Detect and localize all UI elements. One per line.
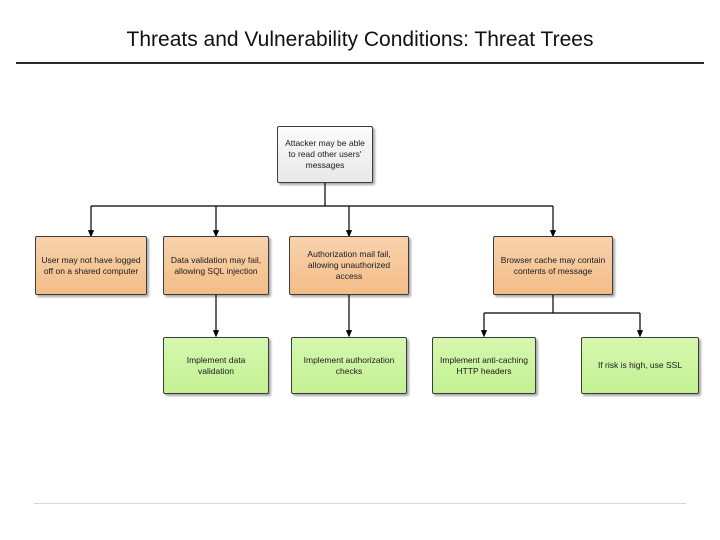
node-label: Browser cache may contain contents of me… — [500, 254, 606, 276]
title-divider — [16, 62, 704, 64]
node-label: Implement anti-caching HTTP headers — [440, 354, 528, 376]
node-threat-authorization-fail[interactable]: Authorization mail fail, allowing unauth… — [289, 236, 409, 295]
node-label: Implement authorization checks — [303, 354, 395, 376]
node-threat-browser-cache[interactable]: Browser cache may contain contents of me… — [493, 236, 613, 295]
footer-divider — [34, 503, 686, 504]
node-label: User may not have logged off on a shared… — [41, 254, 141, 276]
node-threat-shared-computer[interactable]: User may not have logged off on a shared… — [35, 236, 147, 295]
node-label: Authorization mail fail, allowing unauth… — [307, 249, 391, 281]
node-label: If risk is high, use SSL — [597, 360, 683, 370]
node-label: Implement data validation — [186, 354, 246, 376]
node-mitigation-use-ssl[interactable]: If risk is high, use SSL — [581, 337, 699, 394]
node-mitigation-data-validation[interactable]: Implement data validation — [163, 337, 269, 394]
node-label: Data validation may fail, allowing SQL i… — [170, 254, 262, 276]
node-label: Attacker may be able to read other users… — [285, 138, 365, 170]
node-mitigation-authorization-checks[interactable]: Implement authorization checks — [291, 337, 407, 394]
node-root-threat[interactable]: Attacker may be able to read other users… — [277, 126, 373, 183]
page-title: Threats and Vulnerability Conditions: Th… — [126, 28, 594, 51]
node-threat-sql-injection[interactable]: Data validation may fail, allowing SQL i… — [163, 236, 269, 295]
node-mitigation-anti-caching-headers[interactable]: Implement anti-caching HTTP headers — [432, 337, 536, 394]
